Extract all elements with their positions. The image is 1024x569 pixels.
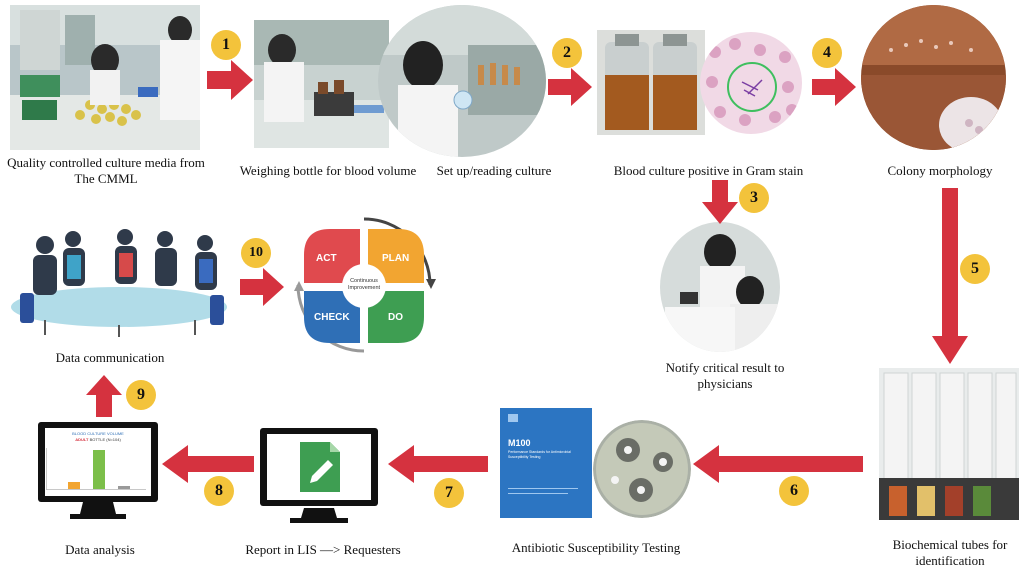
arrow-5 [932,188,968,364]
caption-biochemical-line2: identification [915,553,985,568]
photo-ast-plate [593,420,691,518]
caption-notify-line1: Notify critical result to [665,360,785,375]
photo-gram-stain [700,32,802,134]
caption-setup: Set up/reading culture [436,163,552,178]
photo-colony-morphology [861,5,1006,150]
photo-weighing-bottle [254,20,389,148]
caption-gram: Blood culture positive in Gram stain [613,163,804,178]
pdca-center-line2: Improvement [347,285,381,291]
pdca-check-label: CHECK [314,312,350,323]
caption-culture-media: Quality controlled culture media from Th… [0,155,212,187]
pdca-do-label: DO [388,312,403,323]
step-badge-1: 1 [211,30,241,60]
step-badge-6: 6 [779,476,809,506]
book-code: M100 [508,438,531,448]
photo-setup-reading-culture [378,5,546,157]
step-badge-2: 2 [552,38,582,68]
illustration-meeting [5,215,233,340]
monitor-chart-subtitle: ADULT BOTTLE (N=104) [45,437,151,442]
caption-culture-media-line2: The CMML [74,171,138,186]
photo-culture-media-lab [10,5,200,150]
arrow-7 [388,445,488,483]
arrow-4 [812,68,856,106]
pdca-act-label: ACT [316,253,337,264]
caption-data-analysis: Data analysis [65,542,135,557]
caption-data-communication: Data communication [55,350,165,365]
arrow-2 [548,68,592,106]
step-badge-8: 8 [204,476,234,506]
monitor-chart-subtitle-rest: BOTTLE (N=104) [88,437,121,442]
photo-notify-physicians [660,222,780,352]
caption-lis: Report in LIS —> Requesters [245,542,401,557]
pdca-center-line1: Continuous [350,278,378,284]
photo-blood-culture-bottles [597,30,705,135]
step-badge-5: 5 [960,254,990,284]
caption-ast: Antibiotic Susceptibility Testing [511,540,681,555]
caption-weighing: Weighing bottle for blood volume [239,163,417,178]
step-badge-7: 7 [434,478,464,508]
pdca-cycle: ACT PLAN CHECK DO Continuous Improvement [290,215,438,355]
caption-notify-line2: physicians [697,376,753,391]
book-title-line1: Performance Standards for Antimicrobial [508,450,571,454]
step-badge-4: 4 [812,38,842,68]
arrow-3 [702,180,738,224]
caption-colony: Colony morphology [887,163,993,178]
caption-biochemical-line1: Biochemical tubes for [892,537,1008,552]
pdca-plan-label: PLAN [382,253,410,264]
step-badge-10: 10 [241,238,271,268]
monitor-chart-title: BLOOD CULTURE VOLUME [72,431,124,436]
monitor-report-lis [260,428,378,528]
arrow-6 [693,445,863,483]
caption-notify: Notify critical result to physicians [640,360,810,392]
step-badge-9: 9 [126,380,156,410]
book-title-line2: Susceptibility Testing [508,455,541,459]
book-m100: M100 Performance Standards for Antimicro… [500,408,592,518]
caption-culture-media-line1: Quality controlled culture media from [7,155,205,170]
caption-biochemical: Biochemical tubes for identification [880,537,1020,569]
photo-biochemical-tubes [879,368,1019,520]
monitor-chart-subtitle-red: ADULT [75,437,89,442]
arrow-10 [240,268,284,306]
monitor-data-analysis: BLOOD CULTURE VOLUME ADULT BOTTLE (N=104… [38,422,158,522]
arrow-1 [207,60,253,100]
step-badge-3: 3 [739,183,769,213]
arrow-8 [162,445,254,483]
arrow-9 [86,375,122,417]
